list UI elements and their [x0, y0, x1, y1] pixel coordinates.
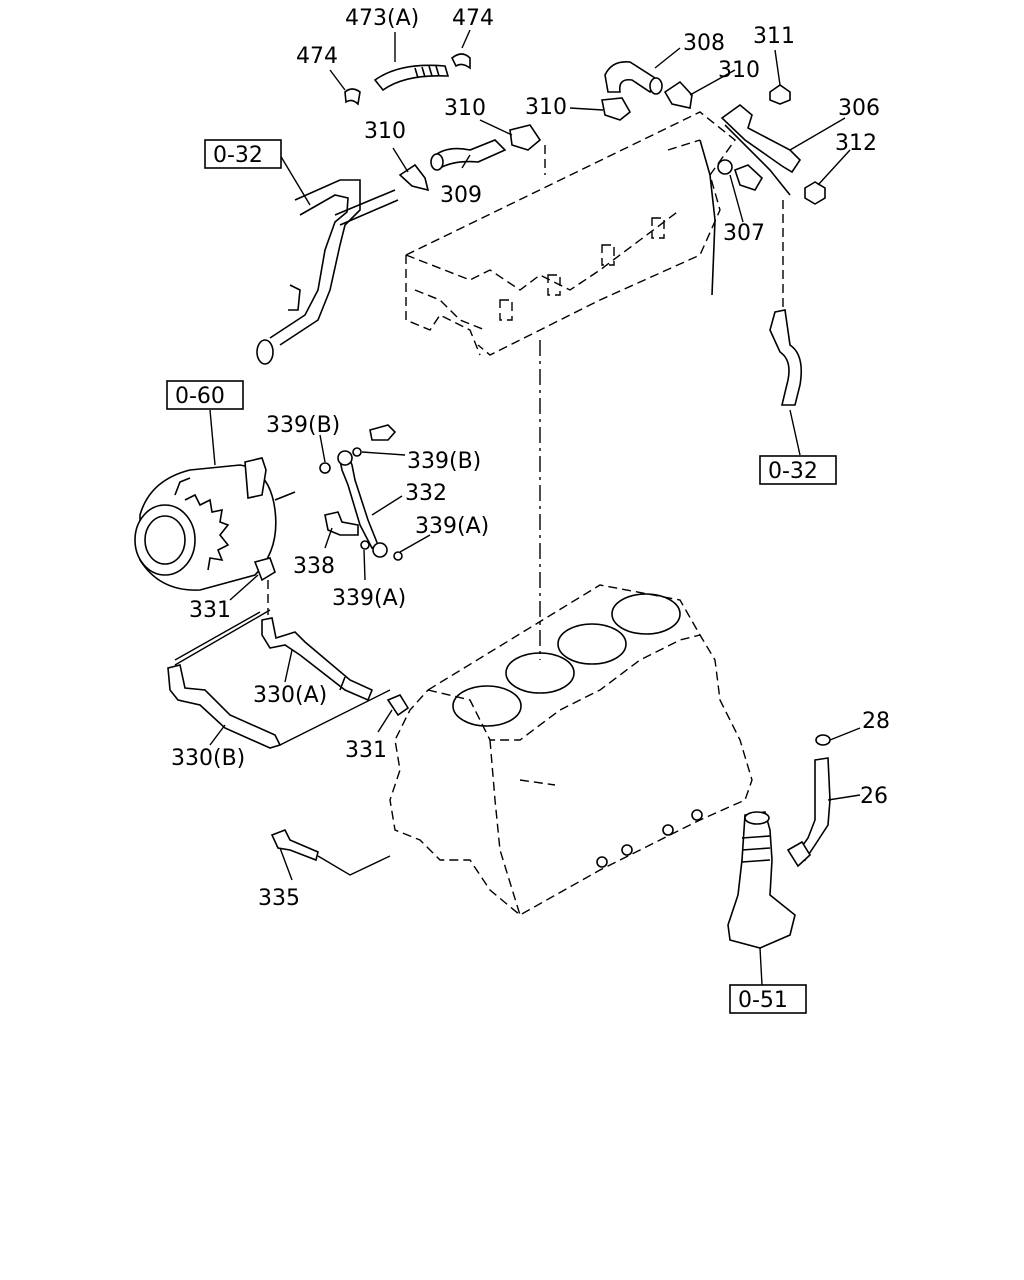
label-331-bottom: 331	[345, 738, 387, 763]
thermo-switch	[733, 164, 764, 191]
clamp-310-mid	[601, 97, 632, 121]
reference-box-060[interactable]: 0-60	[166, 380, 244, 410]
alternator-pump	[134, 457, 296, 591]
label-26: 26	[860, 784, 888, 809]
ref-060-text: 0-60	[175, 384, 225, 409]
clamp-310-center	[509, 124, 542, 151]
label-311: 311	[753, 24, 795, 49]
stud-335-leader	[317, 855, 391, 876]
clamp-310-right	[663, 80, 693, 109]
hose-473a	[373, 64, 450, 92]
cylinder-block	[389, 584, 753, 916]
hose-308	[604, 60, 663, 95]
hose-right-lower	[769, 200, 803, 456]
label-310-right: 310	[718, 58, 760, 83]
callout-labels: 473(A) 474 474 308 311 310 310 310 310 3…	[171, 6, 890, 911]
water-pipe-306	[699, 103, 802, 296]
eye-332-bottom	[372, 542, 388, 558]
label-308: 308	[683, 31, 725, 56]
label-339a-right: 339(A)	[415, 514, 489, 539]
label-339a-bottom: 339(A)	[332, 586, 406, 611]
bolt-339b-right	[369, 424, 397, 441]
label-339b-right: 339(B)	[407, 449, 481, 474]
label-474-top: 474	[452, 6, 494, 31]
vacuum-hose-330a	[261, 617, 374, 702]
label-330b: 330(B)	[171, 746, 245, 771]
washer-339a-right	[393, 551, 403, 561]
label-307: 307	[723, 221, 765, 246]
label-331-top: 331	[189, 598, 231, 623]
hose-route-frame	[174, 609, 391, 746]
oil-filter	[727, 811, 796, 949]
hose-309	[430, 139, 507, 171]
clamp-331-top	[253, 557, 276, 582]
label-330a: 330(A)	[253, 683, 327, 708]
clamp-310-left	[398, 163, 430, 192]
label-338: 338	[293, 554, 335, 579]
bolt-338	[324, 511, 359, 536]
clamp-474-left	[344, 88, 361, 106]
label-339b-left: 339(B)	[266, 413, 340, 438]
cylinder-head	[405, 111, 736, 356]
label-473a: 473(A)	[345, 6, 419, 31]
o-ring-307	[717, 159, 733, 175]
ref-051-text: 0-51	[738, 988, 788, 1013]
reference-box-051[interactable]: 0-51	[729, 984, 807, 1014]
eye-332-top	[337, 450, 353, 466]
label-312: 312	[835, 131, 877, 156]
label-474-left: 474	[296, 44, 338, 69]
nut-312	[804, 181, 826, 205]
label-335: 335	[258, 886, 300, 911]
ref-032-top-text: 0-32	[213, 143, 263, 168]
label-306: 306	[838, 96, 880, 121]
label-310-center: 310	[444, 96, 486, 121]
label-28: 28	[862, 709, 890, 734]
label-332: 332	[405, 481, 447, 506]
washer-339b-right	[352, 447, 362, 457]
washer-339a-bottom	[360, 540, 370, 550]
oil-pipe-26	[786, 757, 831, 868]
ref-032-right-text: 0-32	[768, 459, 818, 484]
label-309: 309	[440, 183, 482, 208]
stud-335	[270, 828, 319, 862]
clamp-474-top	[450, 53, 471, 70]
reference-box-032-right[interactable]: 0-32	[759, 455, 837, 485]
o-ring-28	[815, 734, 831, 746]
water-pipe-left	[256, 179, 399, 365]
label-310-left: 310	[364, 119, 406, 144]
leader-lines	[209, 29, 861, 986]
clamp-331-bottom	[386, 693, 410, 717]
reference-box-032-top[interactable]: 0-32	[204, 139, 282, 169]
bolt-311	[769, 84, 791, 105]
washer-339b-left	[319, 462, 331, 474]
label-310-mid: 310	[525, 95, 567, 120]
